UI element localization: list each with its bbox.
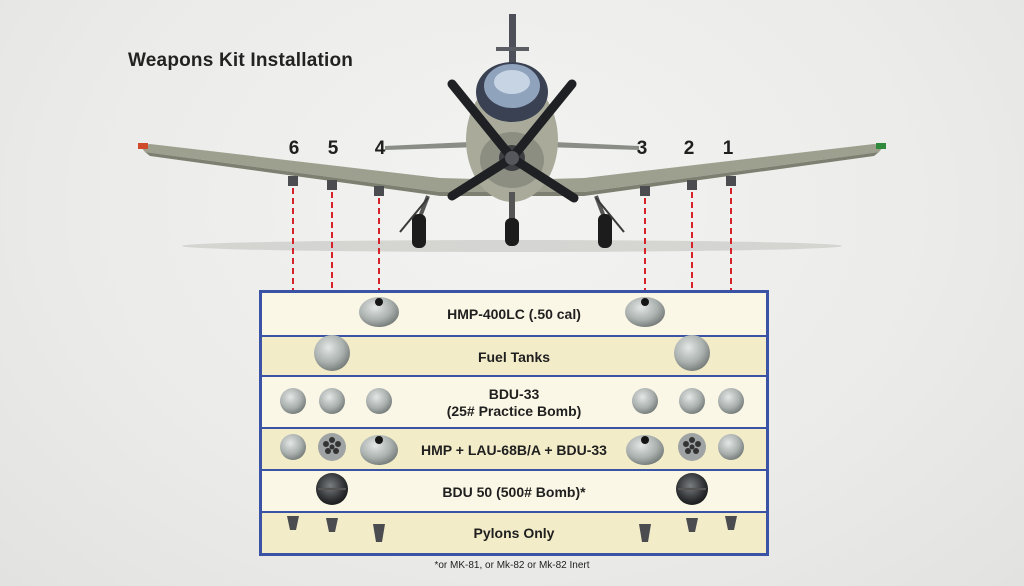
station-number-6: 6 <box>288 138 300 159</box>
weapons-configuration-table: HMP-400LC (.50 cal) Fuel Tanks BDU-33 (2… <box>259 290 769 556</box>
row-hmp-400lc: HMP-400LC (.50 cal) <box>262 293 766 335</box>
row-fuel-tanks: Fuel Tanks <box>262 335 766 377</box>
row-label-line-2: (25# Practice Bomb) <box>446 403 582 419</box>
row-label: HMP + LAU-68B/A + BDU-33 <box>421 441 607 458</box>
diagram-title: Weapons Kit Installation <box>128 50 354 71</box>
row-bdu-50: BDU 50 (500# Bomb)* <box>262 469 766 513</box>
row-label-line-1: BDU-33 <box>488 386 540 402</box>
row-label: BDU 50 (500# Bomb)* <box>442 483 586 500</box>
row-label: Fuel Tanks <box>477 348 551 365</box>
station-number-4: 4 <box>374 138 386 159</box>
station-number-5: 5 <box>327 138 339 159</box>
row-label: HMP-400LC (.50 cal) <box>447 305 581 322</box>
station-number-2: 2 <box>683 138 695 159</box>
row-bdu-33: BDU-33 (25# Practice Bomb) <box>262 375 766 429</box>
footnote: *or MK-81, or Mk-82 or Mk-82 Inert <box>434 560 590 571</box>
row-label: Pylons Only <box>473 524 555 541</box>
row-pylons-only: Pylons Only <box>262 511 766 553</box>
station-number-1: 1 <box>722 138 734 159</box>
station-number-3: 3 <box>636 138 648 159</box>
row-hmp-lau-bdu: HMP + LAU-68B/A + BDU-33 <box>262 427 766 471</box>
